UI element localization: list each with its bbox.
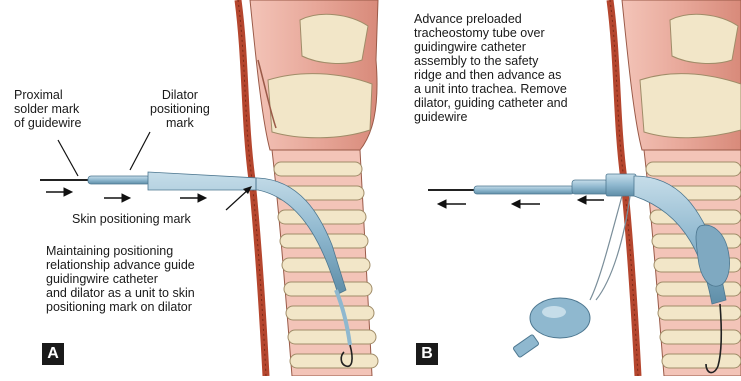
label-proximal-solder-mark: Proximal solder mark of guidewire <box>14 88 81 130</box>
panel-b-badge: B <box>416 343 438 365</box>
thyroid-cartilage-b <box>640 74 741 138</box>
callout-proximal <box>58 140 78 176</box>
thyroid-cartilage-a <box>268 74 372 138</box>
pilot-valve-b <box>513 334 540 358</box>
withdraw-arrows-b <box>438 196 604 208</box>
trach-flange-b <box>606 174 636 196</box>
label-skin-positioning-mark: Skin positioning mark <box>72 212 191 226</box>
callout-dilator <box>130 132 150 170</box>
label-instruction-b: Advance preloaded tracheostomy tube over… <box>414 12 568 124</box>
panel-a-badge: A <box>42 343 64 365</box>
label-dilator-positioning-mark: Dilator positioning mark <box>150 88 210 130</box>
guiding-catheter-b <box>474 186 574 194</box>
guiding-catheter-a <box>88 176 150 184</box>
pilot-balloon-b <box>530 298 590 338</box>
label-instruction-a: Maintaining positioning relationship adv… <box>46 244 195 314</box>
dilator-b <box>572 180 608 194</box>
